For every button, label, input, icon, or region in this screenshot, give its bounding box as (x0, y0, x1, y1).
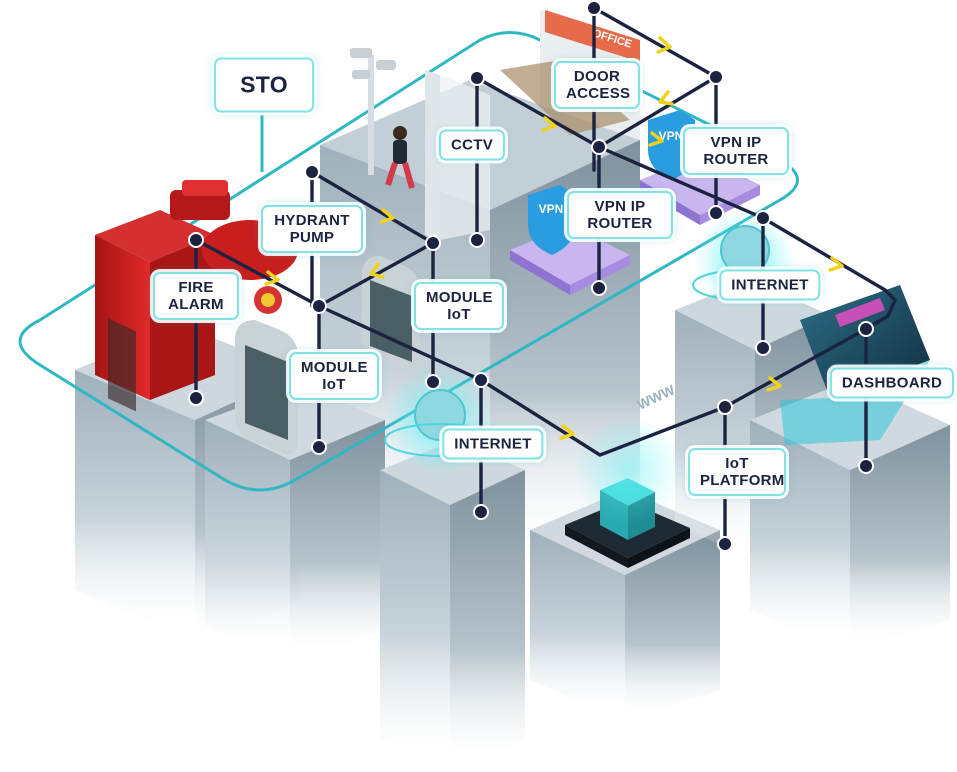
person-icon (385, 126, 415, 189)
hydrant-pump-label: HYDRANT PUMP (261, 205, 363, 253)
module-iot-device-b (362, 256, 420, 373)
sto-label: STO (214, 57, 314, 113)
vpn-ip-router-label-a: VPN IP ROUTER (567, 191, 673, 239)
door-access-label: DOOR ACCESS (554, 61, 640, 109)
vpn-ip-router-label-b: VPN IP ROUTER (683, 127, 789, 175)
module-iot-label-a: MODULE IoT (289, 352, 379, 400)
module-iot-device-a (235, 320, 298, 455)
vpn-shield-text-a: VPN (539, 202, 564, 216)
connection-nodes (188, 0, 874, 552)
cctv-camera-icon (350, 48, 396, 175)
iot-platform-chip-icon (565, 415, 690, 568)
sto-boundary-loop (18, 31, 799, 492)
vpn-shield-text-b: VPN (659, 129, 684, 143)
cctv-label: CCTV (438, 129, 506, 161)
dashboard-label: DASHBOARD (829, 367, 955, 399)
fire-alarm-label: FIRE ALARM (153, 272, 239, 320)
module-iot-label-b: MODULE IoT (414, 282, 504, 330)
www-sign: WWW (635, 381, 678, 413)
iot-platform-label: IoT PLATFORM (688, 448, 786, 496)
internet-label-b: INTERNET (719, 269, 821, 301)
flow-arrows (264, 36, 844, 440)
internet-label-a: INTERNET (442, 428, 544, 460)
